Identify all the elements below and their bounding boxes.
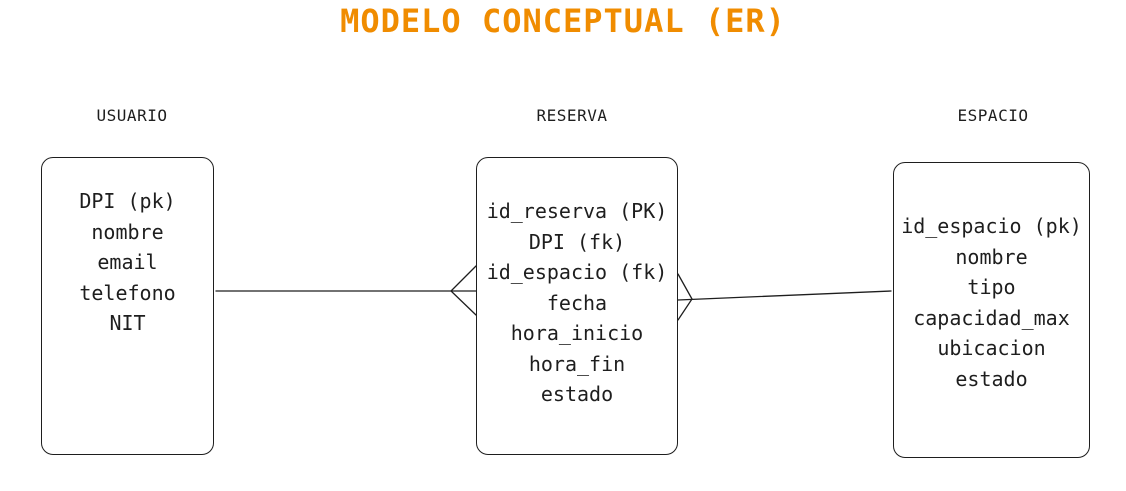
attribute-espacio-estado: estado: [955, 366, 1028, 391]
attribute-reserva-id-espacio: id_espacio (fk): [486, 260, 668, 284]
attribute-usuario-telefono: telefono: [79, 280, 176, 305]
attribute-reserva-id-reserva: id_reserva (PK): [486, 199, 668, 223]
attribute-usuario-dpi: DPI (pk): [79, 189, 176, 213]
entity-box-usuario: DPI (pk) nombre email telefono NIT: [41, 157, 214, 455]
attribute-usuario-nit: NIT: [109, 311, 146, 335]
attribute-usuario-email: email: [97, 250, 158, 274]
entity-label-reserva: RESERVA: [536, 106, 608, 125]
attribute-reserva-estado: estado: [540, 382, 614, 406]
attribute-usuario-nombre: nombre: [91, 219, 164, 244]
relationship-line-reserva-espacio: [677, 290, 892, 301]
attribute-reserva-fecha: fecha: [546, 290, 608, 315]
entity-label-espacio: ESPACIO: [957, 106, 1029, 125]
crows-foot-reserva-right: [677, 273, 693, 321]
attribute-espacio-capacidad-max: capacidad_max: [913, 305, 1070, 330]
relationship-reserva-espacio: [677, 273, 892, 321]
relationship-usuario-reserva: [215, 265, 477, 316]
crows-foot-reserva-left: [450, 265, 477, 316]
entity-box-reserva: id_reserva (PK) DPI (fk) id_espacio (fk)…: [476, 157, 678, 455]
diagram-title: MODELO CONCEPTUAL (ER): [340, 2, 786, 40]
attribute-espacio-ubicacion: ubicacion: [937, 336, 1046, 360]
attribute-list-espacio: id_espacio (pk) nombre tipo capacidad_ma…: [894, 211, 1089, 394]
attribute-reserva-hora-fin: hora_fin: [528, 351, 626, 376]
attribute-list-usuario: DPI (pk) nombre email telefono NIT: [42, 186, 213, 339]
entity-box-espacio: id_espacio (pk) nombre tipo capacidad_ma…: [893, 162, 1090, 458]
attribute-espacio-nombre: nombre: [955, 244, 1028, 269]
attribute-list-reserva: id_reserva (PK) DPI (fk) id_espacio (fk)…: [477, 196, 677, 410]
entity-label-usuario: USUARIO: [96, 106, 168, 125]
attribute-espacio-tipo: tipo: [967, 275, 1016, 299]
attribute-reserva-dpi: DPI (fk): [528, 229, 626, 254]
attribute-espacio-id-espacio: id_espacio (pk): [901, 214, 1082, 238]
attribute-reserva-hora-inicio: hora_inicio: [510, 321, 644, 345]
